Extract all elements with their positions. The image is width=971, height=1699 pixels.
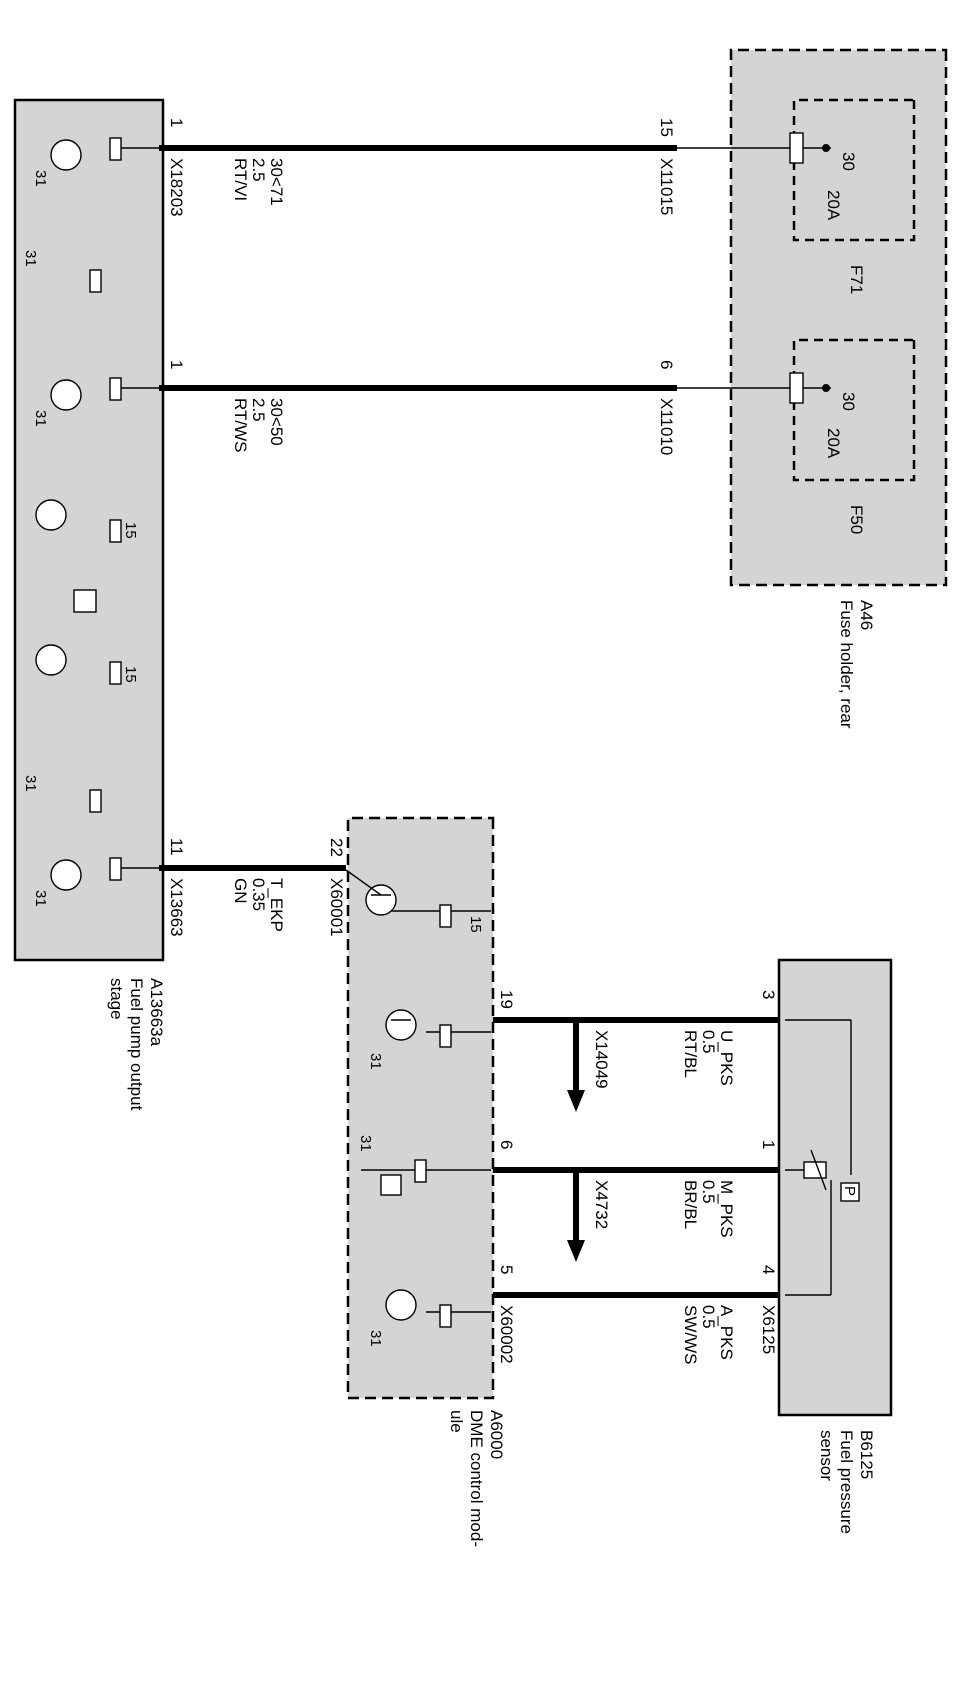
b6125-ref: B6125 [857,1430,876,1479]
wire-1-pin-right: 15 [657,118,676,137]
wire-4-pin-left: 19 [497,990,516,1009]
fuse-f71: 30 20A F71 [677,132,866,294]
f50-id: F50 [847,505,866,534]
pump-31-label-3: 31 [32,410,49,427]
wire-3-signal: T_EKP [267,878,286,932]
wire-1-conn-right: X11015 [657,158,676,215]
wire-m-pks: 1 M_PKS 0.5 BR/BL X4732 6 [493,1140,779,1262]
a13663a-name-1: Fuel pump output [127,978,146,1111]
a6000-name-1: DME control mod- [467,1410,486,1547]
f71-id: F71 [847,265,866,294]
wire-30-71: 15 X11015 30<71 2.5 RT/VI 1 X18203 [159,118,677,217]
pump-transistor-7: 31 [32,857,159,907]
wire-5-signal: M_PKS [717,1180,736,1238]
wire-5-splice: X4732 [592,1180,611,1229]
fuel-pressure-sensor-b6125: P B6125 Fuel pressure sensor [777,958,893,1534]
wire-6-size: 0.5 [699,1305,718,1329]
wire-6-conn-right: X6125 [759,1305,778,1354]
fuel-pump-output-stage-a13663a: 31 31 31 15 15 [13,98,166,1111]
wire-1-size: 2.5 [249,158,268,182]
wire-6-pin-right: 4 [759,1265,778,1274]
wire-2-pin-left: 1 [167,360,186,369]
wire-6-conn-left: X60002 [497,1305,516,1364]
wire-2-signal: 30<50 [267,398,286,446]
wire-5-color: BR/BL [681,1180,700,1229]
wire-1-conn-left: X18203 [167,158,186,217]
wire-5-size: 0.5 [699,1180,718,1204]
f50-rating: 20A [824,428,843,459]
wire-3-size: 0.35 [249,878,268,911]
f71-rating: 20A [824,190,843,221]
pump-31-label-1: 31 [32,170,49,187]
dme-control-module-a6000: 15 31 31 31 [345,816,506,1547]
wire-t-ekp: 22 X60001 T_EKP 0.35 GN 11 X13663 [159,838,346,937]
wire-6-signal: A_PKS [717,1305,736,1360]
pump-31-label-5: 31 [32,890,49,907]
wire-5-pin-left: 6 [497,1140,516,1149]
wire-1-color: RT/VI [231,158,250,201]
wire-3-pin-left: 11 [167,838,186,856]
f50-terminal-label: 30 [839,392,858,411]
wire-30-50: 6 X11010 30<50 2.5 RT/WS 1 [159,360,677,455]
wire-4-size: 0.5 [699,1030,718,1054]
wire-2-conn-right: X11010 [657,398,676,455]
wire-3-conn-left: X13663 [167,878,186,937]
b6125-name-1: Fuel pressure [837,1430,856,1534]
wire-3-pin-right: 22 [327,838,346,857]
wire-2-color: RT/WS [231,398,250,452]
dme-31-label-c: 31 [367,1330,384,1347]
dme-transistor-22: 15 [345,869,491,933]
pump-transistor-3: 31 [32,377,159,427]
pump-resistor-2: 31 [22,250,102,293]
wire-u-pks: 3 U_PKS 0.5 RT/BL X14049 19 [493,990,779,1112]
dme-transistor-5: 31 [367,1289,491,1347]
dme-15-label: 15 [467,916,484,933]
pump-transistor-1: 31 [32,137,159,187]
dme-resistor-6: 31 [357,1135,491,1183]
wire-6-pin-left: 5 [497,1265,516,1274]
wire-4-color: RT/BL [681,1030,700,1078]
pressure-symbol: P [841,1186,858,1196]
wire-6-color: SW/WS [681,1305,700,1365]
pump-transistor-5: 15 [35,644,139,685]
wire-4-splice: X14049 [592,1030,611,1089]
fuse-f50: 30 20A F50 [677,372,866,534]
fuse-holder-a46: 30 20A F71 30 20A F50 A46 Fuse holder, r… [677,48,948,729]
a13663a-name-2: stage [107,978,126,1020]
pump-31-label-2: 31 [22,250,39,267]
pump-transistor-4: 15 [35,499,139,543]
f71-terminal-label: 30 [839,152,858,171]
pump-resistor-6: 31 [22,775,102,813]
a46-name: Fuse holder, rear [837,600,856,729]
dme-31-label-a: 31 [367,1053,384,1070]
pump-15-label-2: 15 [122,666,139,683]
wire-3-color: GN [231,878,250,904]
pump-31-label-4: 31 [22,775,39,792]
dme-31-label-b: 31 [357,1135,374,1152]
wire-a-pks: 4 X6125 A_PKS 0.5 SW/WS 5 X60002 [493,1265,779,1365]
wire-4-signal: U_PKS [717,1030,736,1086]
wire-3-conn-right: X60001 [327,878,346,937]
a6000-name-2: ule [447,1410,466,1433]
wire-1-signal: 30<71 [267,158,286,206]
a6000-ref: A6000 [487,1410,506,1459]
wire-2-pin-right: 6 [657,360,676,369]
pump-15-label-1: 15 [122,522,139,539]
wire-4-pin-right: 3 [759,990,778,999]
wire-5-pin-right: 1 [759,1140,778,1149]
b6125-name-2: sensor [817,1430,836,1481]
wire-1-pin-left: 1 [167,118,186,127]
a13663a-ref: A13663a [147,978,166,1047]
dme-transistor-19: 31 [367,1009,491,1070]
a46-ref: A46 [857,600,876,630]
wire-2-size: 2.5 [249,398,268,422]
